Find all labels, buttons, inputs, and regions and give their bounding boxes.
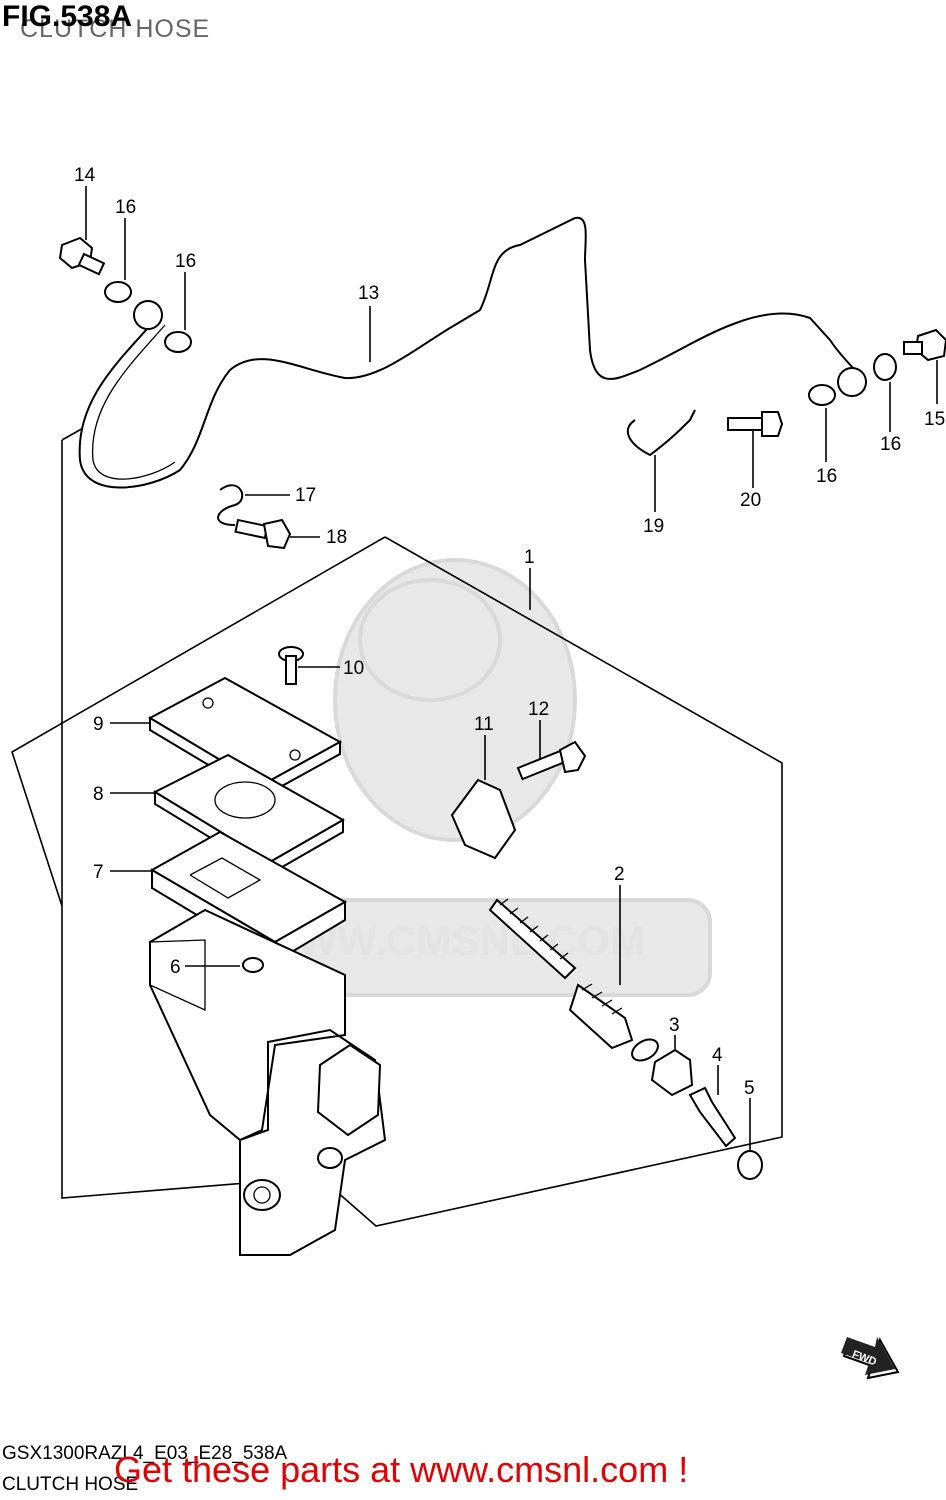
assembly-outline: [11, 536, 783, 1227]
screw-10: [278, 646, 304, 685]
piston-spring: [488, 898, 577, 980]
hose-clamp-17: [217, 484, 244, 526]
callout-2: 2: [614, 864, 625, 885]
callout-19: 19: [643, 516, 664, 537]
callout-7: 7: [93, 862, 104, 883]
model-code: GSX1300RAZL4_E03_E28_538A: [2, 1443, 288, 1464]
fwd-arrow: FWD: [841, 1337, 900, 1380]
circlip: [631, 1038, 659, 1062]
callout-10: 10: [343, 658, 364, 679]
figure-subtitle: CLUTCH HOSE: [20, 15, 211, 43]
callout-6: 6: [170, 957, 181, 978]
callout-15: 15: [924, 409, 945, 430]
push-rod-4: [688, 1086, 737, 1148]
clutch-hose: [78, 216, 861, 489]
piston-assembly: [568, 983, 634, 1050]
leader-lines: [85, 186, 938, 1150]
banjo-fitting-right: [837, 367, 867, 397]
bolt-20: [727, 411, 784, 437]
union-bolt-15: [903, 328, 946, 362]
callout-5: 5: [744, 1078, 755, 1099]
figure-number: FIG.538A: [2, 0, 133, 33]
washer-16c: [808, 384, 836, 406]
master-cylinder-body: [149, 908, 387, 1256]
callout-13: 13: [358, 283, 379, 304]
hose-clamp-19: [626, 409, 696, 457]
banjo-fitting-left: [133, 300, 163, 330]
boot-3: [650, 1048, 694, 1097]
screw-12: [516, 740, 587, 781]
callout-1: 1: [524, 547, 535, 568]
washer-16b: [164, 331, 192, 353]
washer-16a: [104, 281, 132, 303]
diagram-name: CLUTCH HOSE: [2, 1474, 139, 1495]
callout-11: 11: [474, 714, 494, 735]
callout-16c: 16: [816, 466, 837, 487]
union-bolt-14: [58, 236, 106, 276]
promo-link[interactable]: Get these parts at www.cmsnl.com !: [114, 1449, 689, 1490]
washer-16d: [873, 353, 897, 381]
callout-16b: 16: [175, 251, 196, 272]
callout-3: 3: [669, 1015, 680, 1036]
callout-20: 20: [740, 490, 761, 511]
callout-9: 9: [93, 714, 104, 735]
cap-5: [737, 1150, 763, 1180]
callout-18: 18: [326, 527, 347, 548]
callout-8: 8: [93, 784, 104, 805]
callout-14: 14: [74, 165, 96, 186]
callout-16a: 16: [115, 197, 136, 218]
switch-bracket-11: [450, 778, 517, 860]
cap-6: [242, 957, 264, 973]
callout-17: 17: [295, 485, 316, 506]
callout-12: 12: [528, 699, 549, 720]
callout-4: 4: [712, 1045, 723, 1066]
bolt-18: [234, 518, 292, 550]
callout-16d: 16: [880, 434, 901, 455]
